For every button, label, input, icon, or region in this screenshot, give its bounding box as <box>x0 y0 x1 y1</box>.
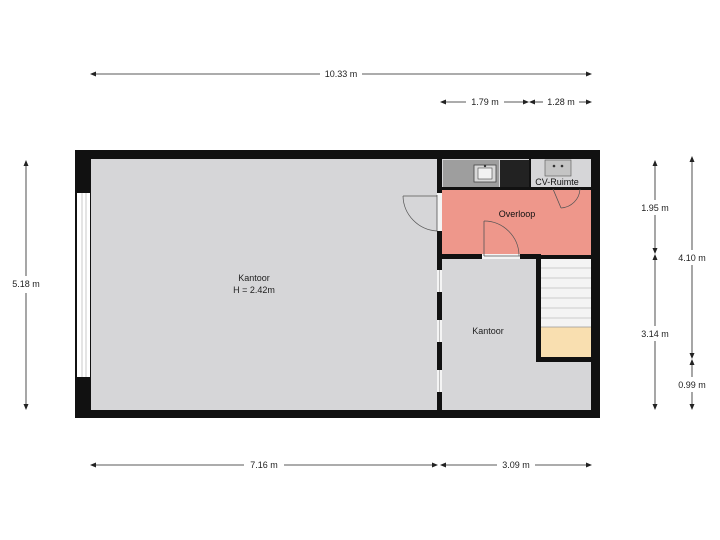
door-main-office <box>402 193 442 232</box>
room-label-main-office: Kantoor <box>238 273 270 283</box>
room-label-small-office: Kantoor <box>472 326 504 336</box>
dim-right-b <box>652 254 658 410</box>
dim-label-right-a: 1.95 m <box>641 203 669 213</box>
dim-label-bottom-right: 3.09 m <box>502 460 530 470</box>
room-label-boiler-room: CV-Ruimte <box>535 177 579 187</box>
door-small-office <box>482 220 520 259</box>
dim-label-top-right-a: 1.79 m <box>471 97 499 107</box>
stair-wall <box>536 254 541 362</box>
wall-boiler-left <box>529 159 531 189</box>
dim-label-right-total: 4.10 m <box>678 253 706 263</box>
door-boiler-room <box>552 188 581 209</box>
dim-label-bottom-left: 7.16 m <box>250 460 278 470</box>
dim-label-total-width: 10.33 m <box>325 69 358 79</box>
tap-icon <box>483 164 487 168</box>
boiler-unit <box>544 159 572 177</box>
room-label-landing: Overloop <box>499 209 536 219</box>
room-height-main-office: H = 2.42m <box>233 285 275 295</box>
dim-label-right-b: 3.14 m <box>641 329 669 339</box>
dim-label-right-c: 0.99 m <box>678 380 706 390</box>
dim-label-left-height: 5.18 m <box>12 279 40 289</box>
main-office-floor <box>91 159 437 410</box>
dim-right-a <box>652 160 658 254</box>
landing-floor <box>442 190 591 255</box>
dim-bottom-left <box>90 462 438 468</box>
boiler-knob-icon <box>560 164 564 168</box>
wall-kitchen-landing <box>442 187 591 190</box>
dim-top-right-a <box>440 99 529 105</box>
dim-left-height <box>23 160 29 410</box>
window-left <box>77 193 90 377</box>
dim-total-width <box>90 71 592 77</box>
dim-right-c <box>689 359 695 410</box>
sink-basin <box>477 167 493 180</box>
boiler-knob-icon <box>552 164 556 168</box>
dim-top-right-b <box>529 99 592 105</box>
cooktop <box>500 160 529 187</box>
stairs <box>541 259 591 327</box>
stair-treads <box>541 267 591 319</box>
stair-wall-bottom <box>536 357 591 362</box>
dim-label-top-right-b: 1.28 m <box>547 97 575 107</box>
dim-right-total <box>689 156 695 359</box>
stair-landing <box>541 327 591 357</box>
dim-bottom-right <box>440 462 592 468</box>
